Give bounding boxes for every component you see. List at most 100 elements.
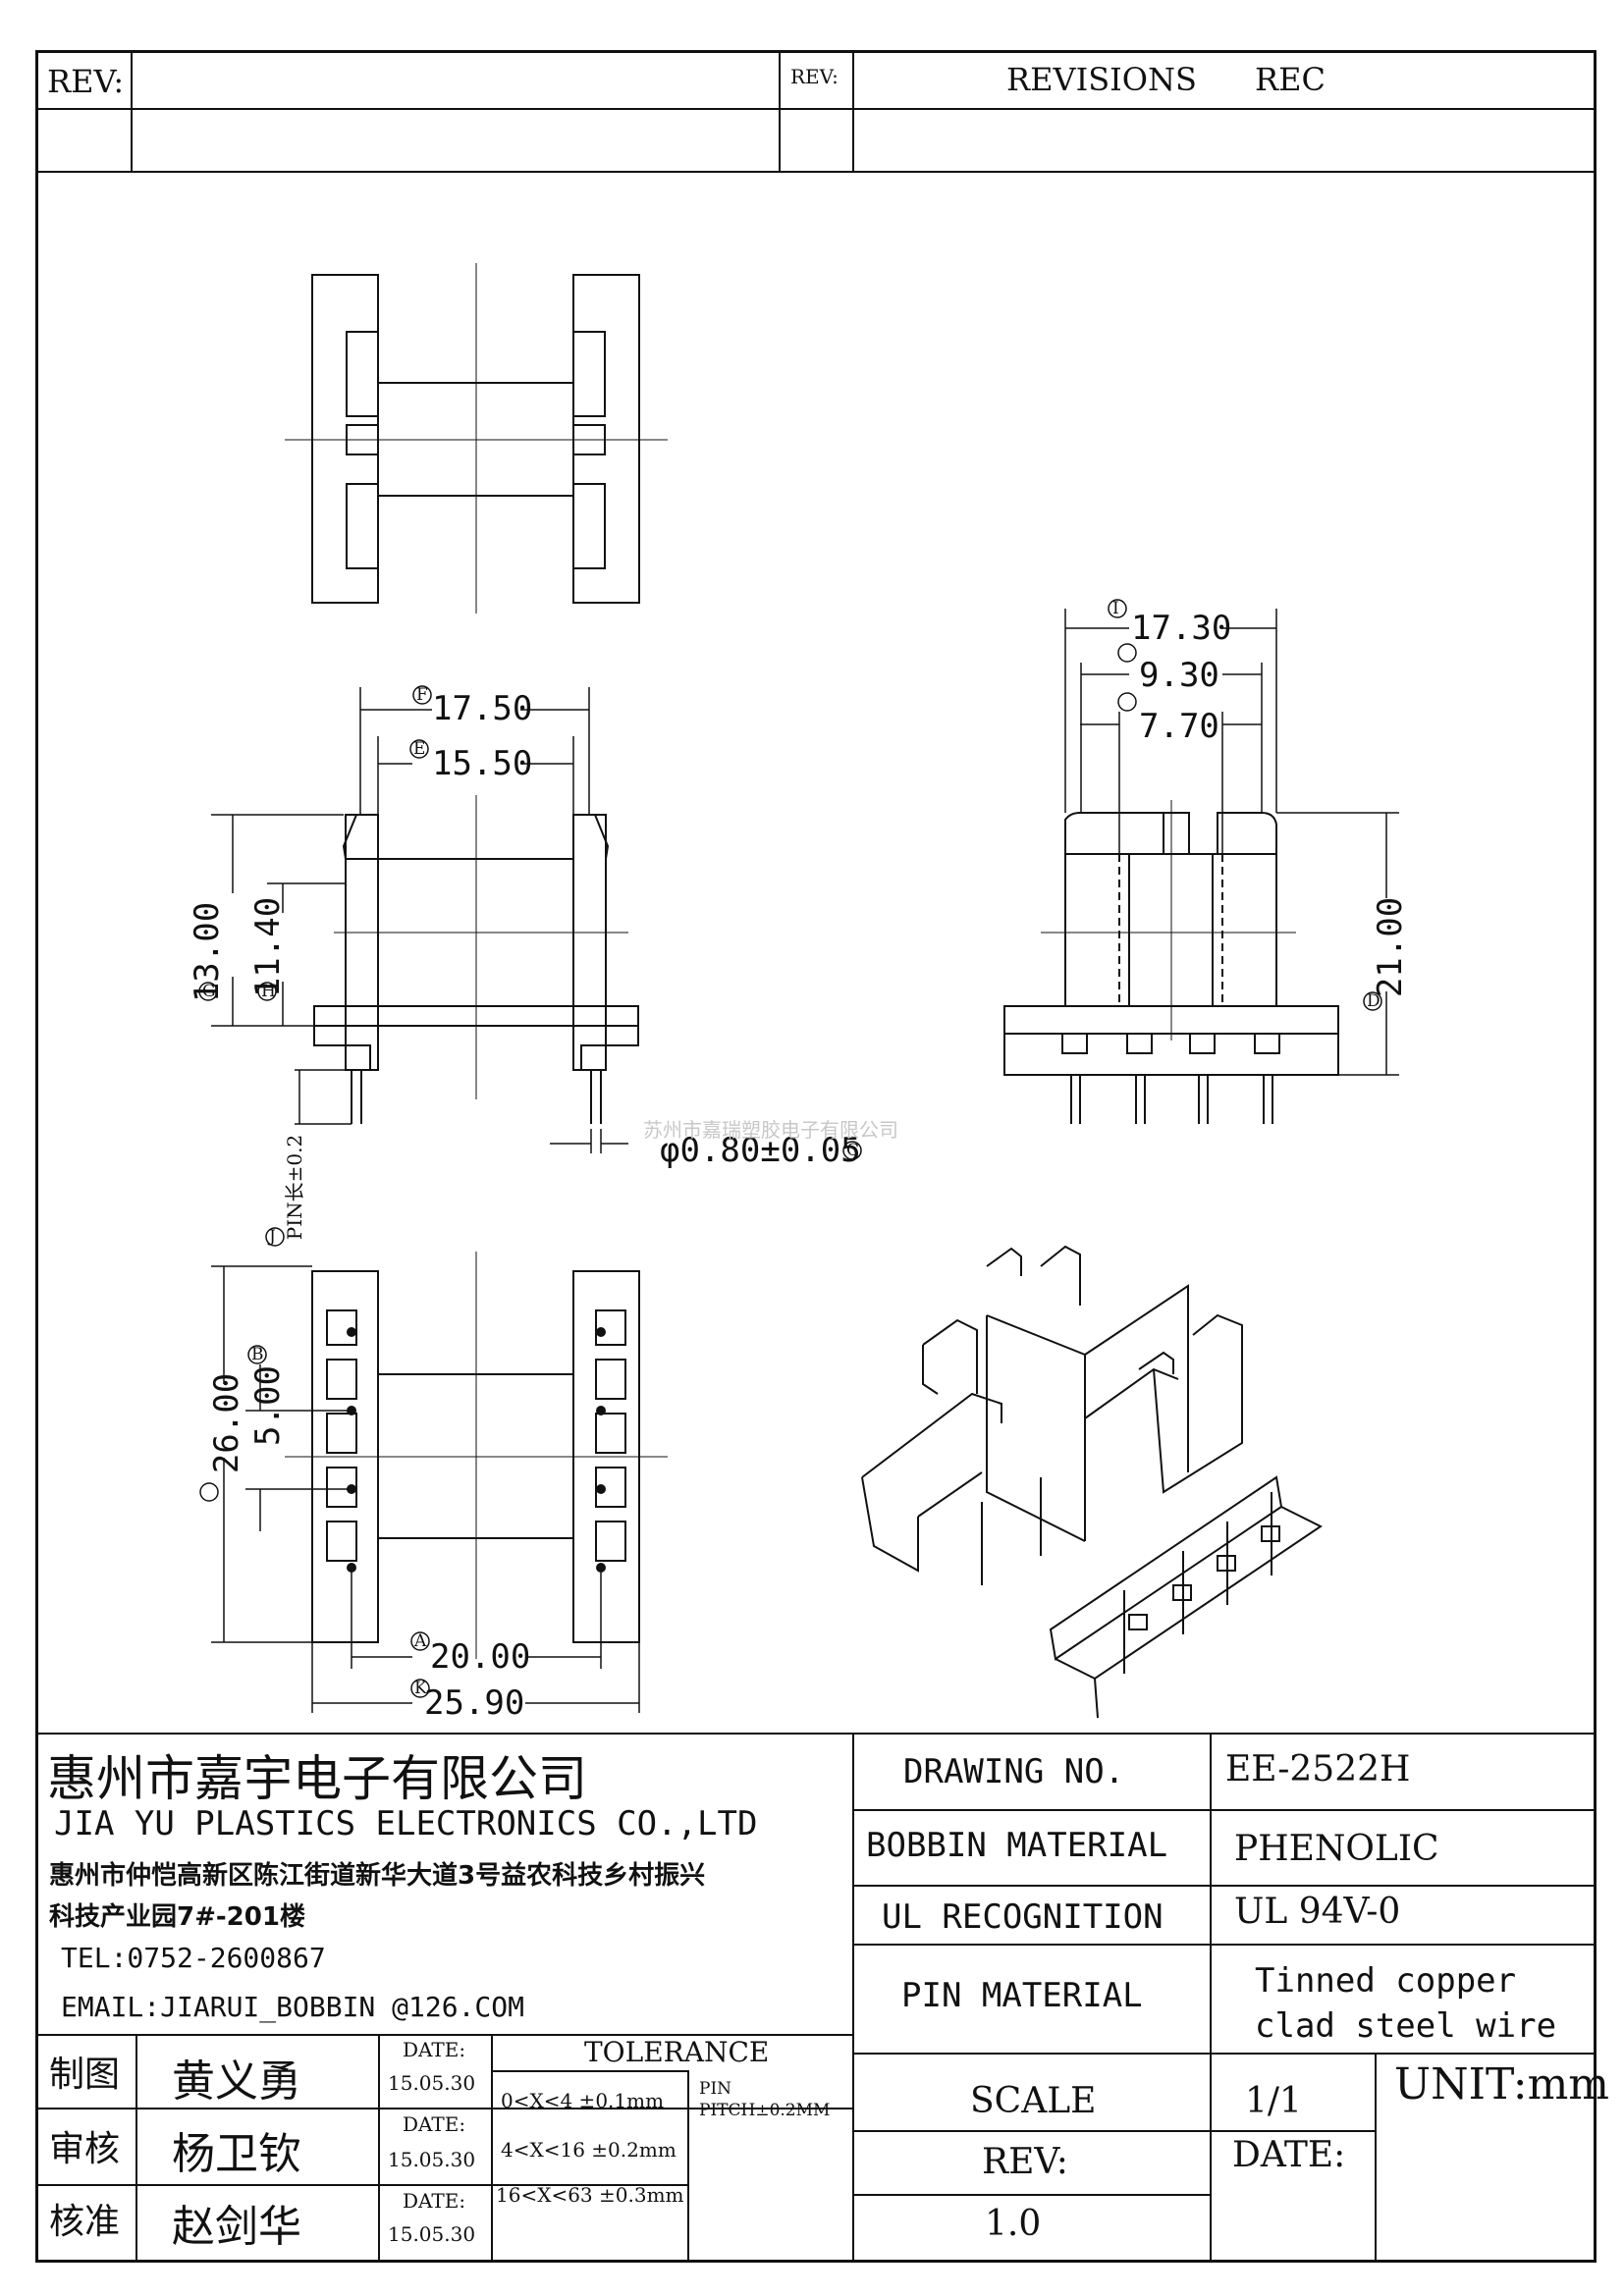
marker-F: F [416, 685, 428, 705]
tb-vline-date2 [491, 2034, 493, 2263]
drawing-sheet [35, 50, 1597, 2263]
side-view [1003, 800, 1339, 1124]
tolerance-row-1: 0<X<4 ±0.1mm [501, 2089, 665, 2112]
dim-9-30: 9.30 [1139, 656, 1219, 695]
pin-material-value-1: Tinned copper [1255, 1961, 1517, 2001]
unit-label: UNIT:mm [1394, 2059, 1610, 2109]
tb-tol-line [491, 2070, 687, 2072]
rev-value: 1.0 [985, 2204, 1042, 2244]
name-approved: 赵剑华 [172, 2202, 301, 2252]
tb-left-line-2 [35, 2108, 852, 2109]
role-drawn: 制图 [49, 2055, 121, 2095]
front-view-dims [211, 687, 628, 1153]
front-view [313, 795, 639, 1124]
marker-H: H [261, 982, 276, 1001]
marker-D: D [1367, 991, 1380, 1011]
header-bottom-line [35, 171, 1597, 173]
address-line2: 科技产业园7#-201楼 [49, 1902, 305, 1932]
marker-G: G [202, 982, 216, 1001]
tel: TEL:0752-2600867 [61, 1942, 326, 1974]
header-vline-3 [852, 50, 854, 171]
tb-line-6 [852, 2194, 1210, 2196]
side-view-dims [1064, 609, 1399, 1076]
tb-line-1 [852, 1809, 1597, 1811]
drawing-no-label: DRAWING NO. [903, 1752, 1125, 1791]
date-label-approved: DATE: [403, 2189, 466, 2213]
pin-tolerance-2: PITCH±0.2MM [699, 2101, 831, 2120]
tb-left-line-3 [35, 2184, 688, 2186]
marker-I: I [1112, 599, 1119, 618]
watermark-text: 苏州市嘉瑞塑胶电子有限公司 [643, 1118, 898, 1142]
technical-drawing [198, 263, 1399, 1719]
revisions-label: REVISIONS [1006, 61, 1197, 98]
titleblock-vline-main [852, 1733, 854, 2263]
dim-7-70: 7.70 [1139, 707, 1219, 746]
dim-pin-length: PIN长±0.2 [283, 1134, 307, 1241]
marker-J: J [269, 1227, 276, 1247]
company-en: JIA YU PLASTICS ELECTRONICS CO.,LTD [54, 1804, 758, 1843]
ul-recognition-value: UL 94V-0 [1234, 1892, 1401, 1932]
role-approved: 核准 [49, 2202, 121, 2242]
dim-21-00: 21.00 [1371, 896, 1411, 998]
date-checked: 15.05.30 [388, 2148, 476, 2171]
rec-label: REC [1255, 61, 1326, 98]
titleblock-top-line [35, 1733, 1597, 1735]
role-checked: 审核 [49, 2129, 121, 2169]
header-divider [35, 108, 1597, 110]
header-vline-1 [131, 50, 133, 171]
scale-value: 1/1 [1245, 2081, 1302, 2121]
bottom-view-pins [347, 1327, 606, 1573]
scale-label: SCALE [970, 2081, 1097, 2121]
dim-diameter: φ0.80±0.05 [660, 1131, 861, 1170]
bobbin-material-value: PHENOLIC [1234, 1829, 1439, 1869]
titleblock-vline-right [1210, 1733, 1212, 2053]
marker-K: K [414, 1679, 427, 1698]
tb-vline-date [1210, 2053, 1212, 2263]
tolerance-label: TOLERANCE [584, 2036, 770, 2068]
dim-17-30: 17.30 [1131, 609, 1232, 648]
tolerance-row-3: 16<X<63 ±0.3mm [496, 2183, 684, 2207]
date-label-checked: DATE: [403, 2112, 466, 2136]
dim-11-40: 11.40 [248, 896, 289, 998]
ul-recognition-label: UL RECOGNITION [882, 1897, 1164, 1937]
date-approved: 15.05.30 [388, 2222, 476, 2246]
rev-label-right: REV: [790, 65, 839, 88]
marker-C: C [846, 1141, 860, 1160]
marker-A: A [414, 1631, 427, 1651]
marker-B: B [251, 1345, 264, 1364]
isometric-view [861, 1245, 1323, 1719]
bobbin-material-label: BOBBIN MATERIAL [866, 1826, 1168, 1865]
marker-E: E [413, 739, 426, 759]
bottom-view [285, 1252, 668, 1659]
tb-vline-name [378, 2034, 380, 2263]
header-vline-2 [779, 50, 781, 171]
rev-label: REV: [982, 2142, 1068, 2182]
tb-line-2 [852, 1885, 1597, 1887]
pin-material-label: PIN MATERIAL [901, 1976, 1143, 2015]
pin-material-value-2: clad steel wire [1255, 2006, 1557, 2046]
marker-circles [198, 599, 1382, 1698]
tb-line-5 [852, 2130, 1375, 2132]
tolerance-row-2: 4<X<16 ±0.2mm [501, 2138, 677, 2162]
drawing-no-value: EE-2522H [1225, 1749, 1411, 1789]
name-checked: 杨卫钦 [172, 2129, 301, 2179]
bottom-view-dims [211, 1265, 640, 1713]
name-drawn: 黄义勇 [172, 2056, 301, 2107]
company-cn: 惠州市嘉宇电子有限公司 [47, 1750, 587, 1807]
tb-left-line-1 [35, 2034, 852, 2036]
date-label-drawn: DATE: [403, 2038, 466, 2061]
dim-17-50: 17.50 [432, 689, 533, 728]
dim-20-00: 20.00 [430, 1637, 531, 1677]
tb-vline-unit [1375, 2053, 1377, 2263]
tb-vline-role [135, 2034, 137, 2263]
rev-label-left: REV: [47, 63, 125, 100]
address-line1: 惠州市仲恺高新区陈江街道新华大道3号益农科技乡村振兴 [49, 1861, 706, 1891]
dim-26-00: 26.00 [207, 1372, 247, 1474]
date-label: DATE: [1232, 2135, 1346, 2175]
tb-line-3 [852, 1944, 1597, 1946]
pin-tolerance-1: PIN [699, 2079, 732, 2099]
tb-vline-tol [687, 2070, 689, 2263]
date-drawn: 15.05.30 [388, 2071, 476, 2095]
top-view [285, 263, 668, 614]
dim-5-00: 5.00 [247, 1365, 288, 1446]
